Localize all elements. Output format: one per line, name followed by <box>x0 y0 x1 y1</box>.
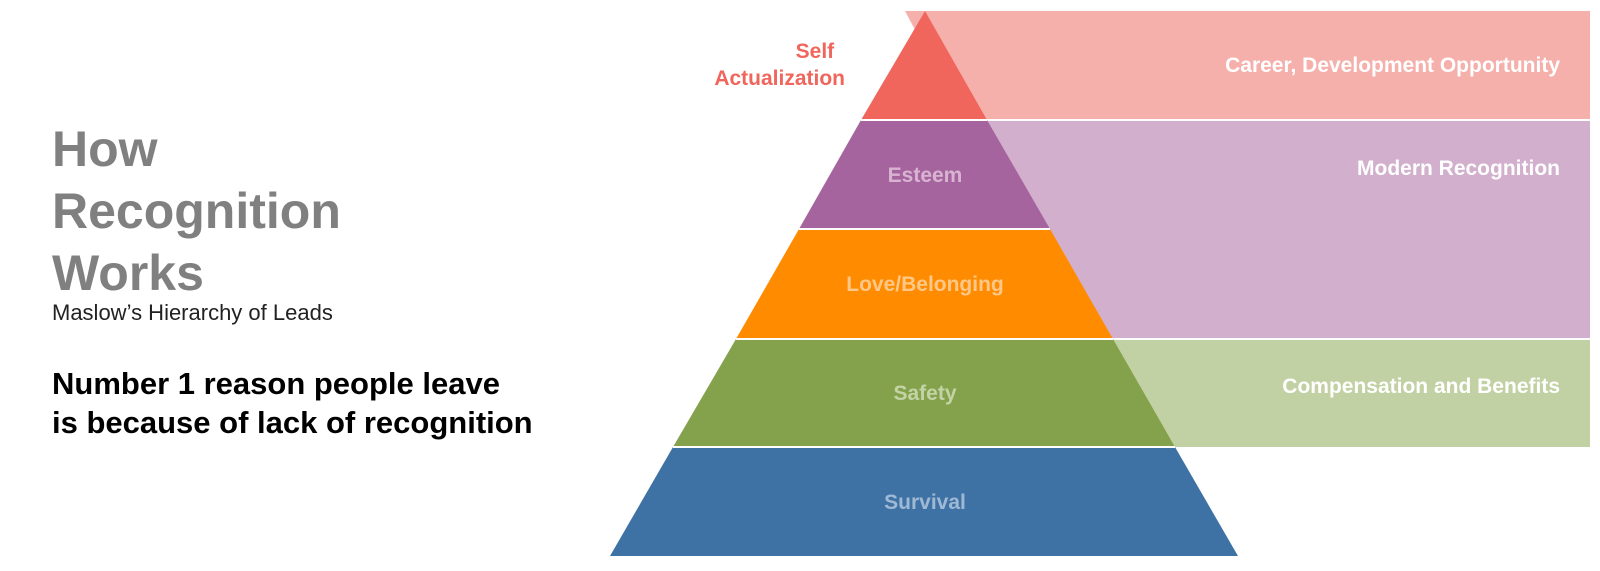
level-label-love-belonging: Love/Belonging <box>846 273 1004 296</box>
statement-line-1: Number 1 reason people leave <box>52 366 500 401</box>
subtitle: Maslow’s Hierarchy of Leads <box>52 300 333 325</box>
band-compensation <box>1089 339 1590 447</box>
pyramid-level-self-actualization <box>861 11 987 120</box>
level-label-self-actualization: Self Actualization <box>714 40 845 90</box>
band-career <box>905 11 1590 120</box>
band-label-career: Career, Development Opportunity <box>1225 54 1560 77</box>
level-label-esteem: Esteem <box>888 164 963 187</box>
statement-line-2: is because of lack of recognition <box>52 405 533 440</box>
band-label-recognition: Modern Recognition <box>1357 157 1560 180</box>
title-line-2: Recognition <box>52 183 341 239</box>
page-title: How Recognition Works <box>52 118 472 304</box>
level-label-self-line-2: Actualization <box>714 67 845 90</box>
band-recognition <box>963 120 1590 339</box>
level-label-survival: Survival <box>884 491 966 514</box>
pyramid-level-safety <box>673 339 1175 447</box>
pyramid-level-love-belonging <box>736 229 1113 339</box>
key-statement: Number 1 reason people leave is because … <box>52 364 612 442</box>
title-line-1: How <box>52 121 158 177</box>
level-label-safety: Safety <box>893 382 956 405</box>
level-label-self-line-1: Self <box>796 40 836 63</box>
pyramid-level-survival <box>610 447 1238 556</box>
title-line-3: Works <box>52 245 204 301</box>
band-label-compensation: Compensation and Benefits <box>1282 375 1560 398</box>
pyramid-level-esteem <box>799 120 1050 229</box>
